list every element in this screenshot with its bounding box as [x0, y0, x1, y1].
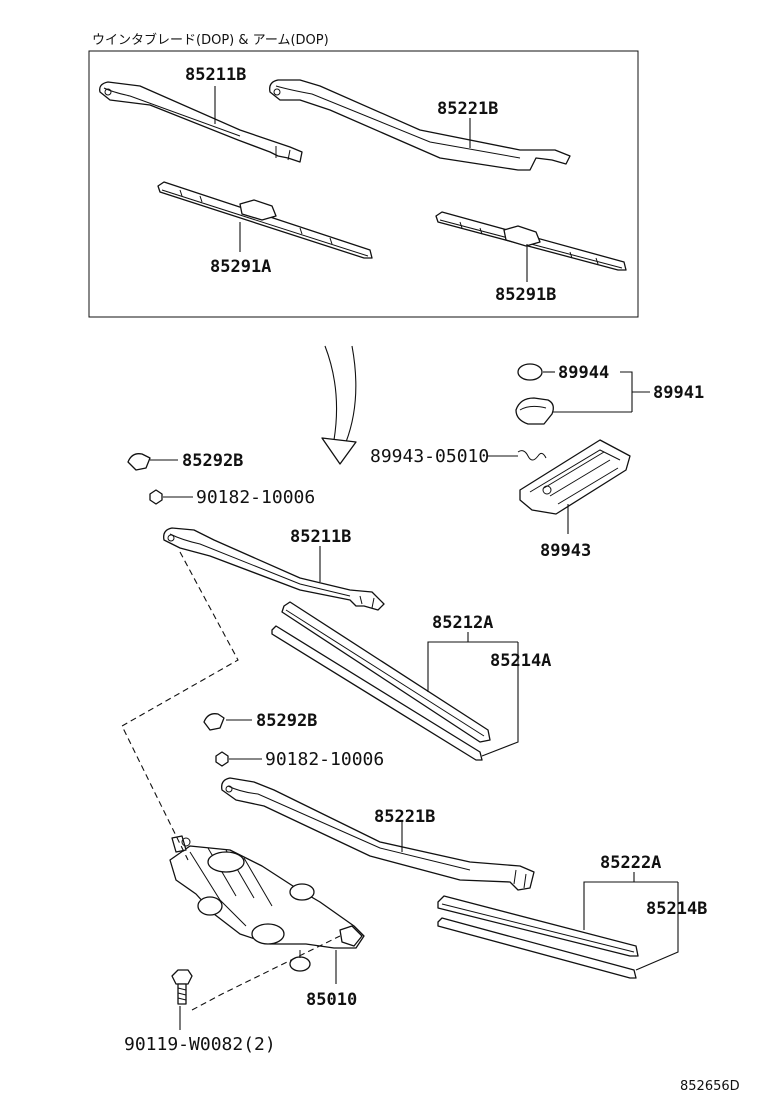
label-85010: 85010 — [306, 990, 357, 1010]
dash-arm-to-motor — [121, 551, 239, 861]
label-85221B-main: 85221B — [374, 807, 435, 827]
clip-89943-05010 — [517, 450, 547, 461]
front-arm-85211B — [163, 527, 385, 611]
inset-front-blade — [157, 181, 373, 259]
inset-front-arm — [99, 81, 303, 163]
label-85214A: 85214A — [490, 651, 551, 671]
inset-label-85291B: 85291B — [495, 285, 556, 305]
dash-bolt-to-motor — [191, 935, 341, 1011]
inset-frame — [88, 50, 639, 318]
cover-89943 — [519, 439, 631, 515]
curved-arrow — [321, 345, 357, 465]
bracket-89941 — [620, 371, 633, 412]
label-85222A: 85222A — [600, 853, 661, 873]
label-89943: 89943 — [540, 541, 591, 561]
rear-cap-85292B — [203, 713, 225, 731]
reference-code: 852656D — [680, 1079, 740, 1094]
label-85292B-front: 85292B — [182, 451, 243, 471]
front-cap-85292B — [127, 453, 151, 471]
round-cap-89944 — [517, 363, 543, 381]
label-89941: 89941 — [653, 383, 704, 403]
inset-caption: ウインタブレード(DOP) & アーム(DOP) — [92, 32, 329, 48]
cap-89941-part — [515, 397, 554, 425]
wiper-motor-85010 — [169, 835, 365, 972]
label-90119: 90119-W0082(2) — [124, 1034, 276, 1055]
label-85292B-rear: 85292B — [256, 711, 317, 731]
rear-blade-85222A — [437, 895, 639, 957]
label-85214B: 85214B — [646, 899, 707, 919]
bracket-85212A — [427, 641, 518, 692]
inset-label-85211B: 85211B — [185, 65, 246, 85]
label-90182-rear: 90182-10006 — [265, 749, 384, 770]
label-89944: 89944 — [558, 363, 609, 383]
rear-nut-90182 — [215, 751, 229, 767]
front-blade-85212A — [281, 601, 491, 743]
front-rubber-85214A — [271, 625, 483, 761]
rear-arm-85221B — [221, 777, 535, 891]
inset-rear-blade — [435, 211, 627, 271]
rear-rubber-85214B — [437, 917, 637, 979]
label-89943-05010: 89943-05010 — [370, 446, 489, 467]
inset-rear-arm — [269, 79, 571, 171]
label-85211B-main: 85211B — [290, 527, 351, 547]
bracket-85222A — [583, 881, 678, 930]
bolt-90119 — [171, 969, 193, 1005]
inset-label-85291A: 85291A — [210, 257, 271, 277]
front-nut-90182 — [149, 489, 163, 505]
inset-label-85221B: 85221B — [437, 99, 498, 119]
label-90182-front: 90182-10006 — [196, 487, 315, 508]
label-85212A: 85212A — [432, 613, 493, 633]
